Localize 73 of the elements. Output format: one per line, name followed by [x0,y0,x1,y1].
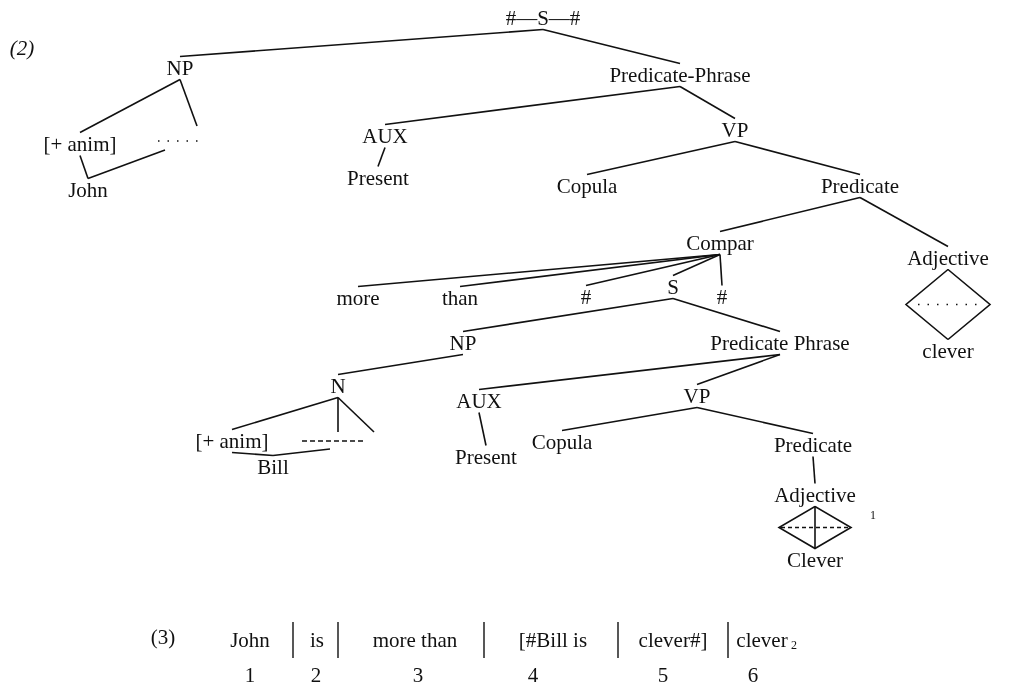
tree-node-label: Clever [787,548,843,572]
branch-line [179,28,544,58]
segment-number: 2 [310,663,322,687]
tree-node-label: [+ anim] [195,429,269,453]
branch-line [672,297,781,333]
tree-node-label: clever [922,339,974,363]
branch-line [696,406,814,435]
segment-text: is [310,628,324,652]
branch-line [561,406,698,432]
branch-line [79,78,181,134]
tree-node-label: Copula [556,174,618,198]
branch-line [672,253,721,277]
branch-line [719,196,861,233]
branch-line [79,154,89,180]
tree-node-label: N [330,374,346,398]
tree-node-label: Present [347,166,409,190]
branch-line [231,396,339,431]
tree-node-label: Predicate Phrase [710,331,850,355]
tree-node-label: Bill [257,455,289,479]
tree-node-label: Adjective [907,246,989,270]
tree-node-label: more [336,286,380,310]
segment-text: John [230,628,270,652]
example-number: (2) [9,36,35,60]
tree-node-label: AUX [362,124,408,148]
tree-node-label: VP [683,384,711,408]
segment-text: more than [372,628,458,652]
tree-node-label: Predicate [820,174,900,198]
tree-node-label: # [716,285,728,309]
tree-node-label: S [667,275,679,299]
tree-node-label: Copula [531,430,593,454]
example-number: 2 [791,638,797,652]
segment-text: clever#] [638,628,708,652]
branch-line [859,196,949,248]
branch-line [384,85,681,126]
tree-node-label: Adjective [774,483,856,507]
segment-number: 6 [747,663,759,687]
example-number: (3) [150,625,176,649]
branch-line [814,505,816,550]
branch-line [478,411,487,447]
branch-line [231,451,274,457]
branch-line [462,297,674,333]
tree-node-label: Compar [686,231,754,255]
branch-line [734,140,861,176]
tree-node-label: than [441,286,479,310]
branch-line [719,253,723,287]
tree-node-label: NP [449,331,477,355]
branch-line [478,353,781,391]
example-number: 1 [870,508,876,522]
segment-text: [#Bill is [518,628,588,652]
tree-node-label: Predicate [773,433,853,457]
segment-number: 3 [412,663,424,687]
tree-node-label: VP [721,118,749,142]
segment-number: 1 [244,663,256,687]
tree-node-label: AUX [456,389,502,413]
segment-number: 4 [527,663,539,687]
tree-node-label: [+ anim] [43,132,117,156]
tree-node-label: NP [166,56,194,80]
branch-line [585,253,721,287]
branch-line [696,353,781,386]
branch-line [337,353,464,376]
segment-number: 5 [657,663,669,687]
diamond-branch [904,268,992,341]
tree-node-label: Present [455,445,517,469]
tree-node-label: Predicate-Phrase [609,63,751,87]
branch-line [679,85,736,120]
branch-line [542,28,681,65]
branch-line [812,455,816,485]
segment-text: clever [736,628,788,652]
branch-line [586,140,736,176]
tree-node-label: John [68,178,108,202]
tree-node-label: #—S—# [505,6,581,30]
tree-node-label: # [580,285,592,309]
branch-line [377,146,386,168]
